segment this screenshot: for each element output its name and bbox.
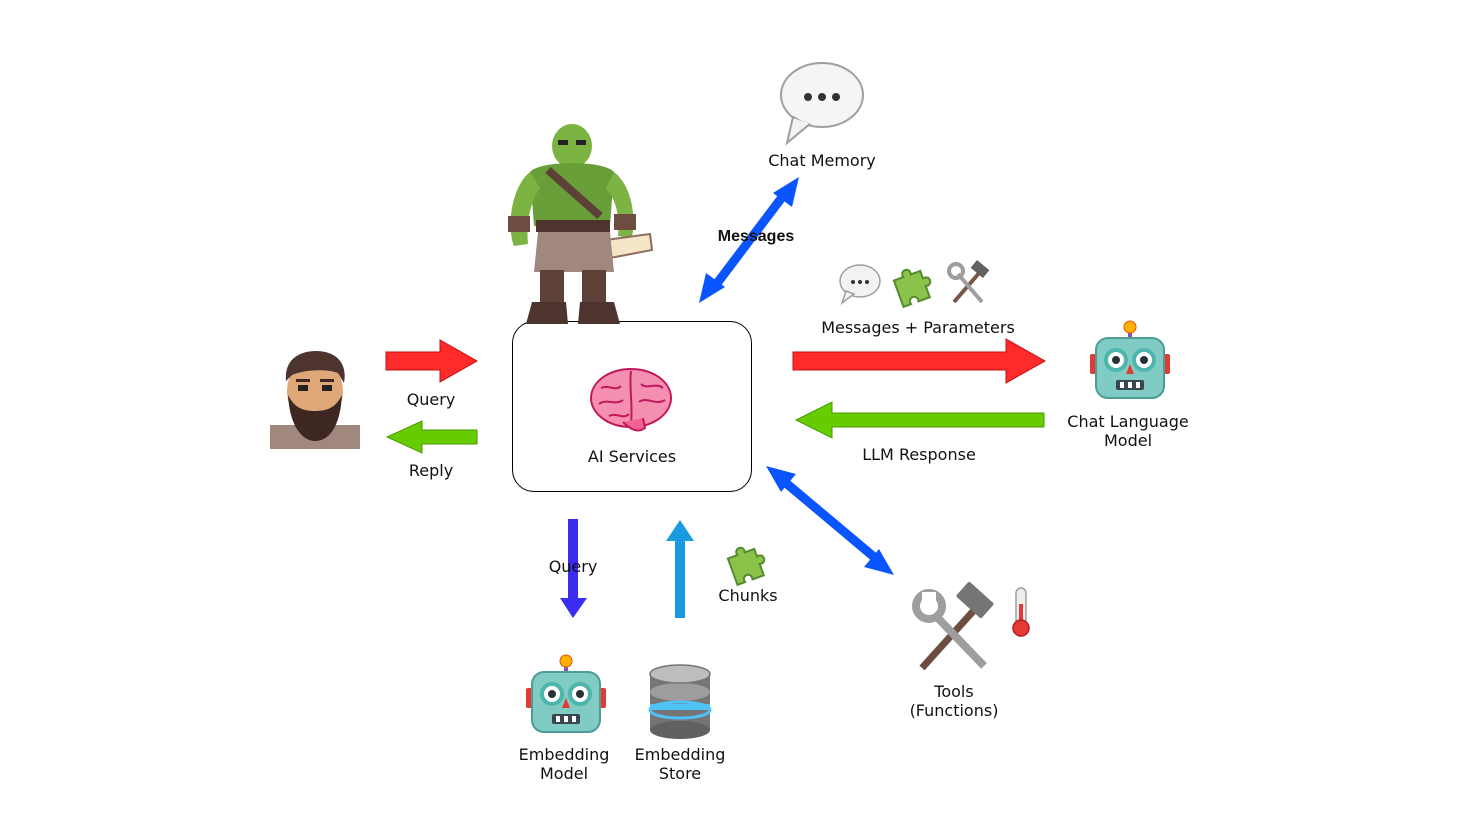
- messages-parameters-label: Messages + Parameters: [821, 318, 1015, 337]
- thermometer-icon: [1010, 586, 1032, 638]
- memory-messages-label: Messages: [717, 228, 795, 245]
- robot-icon: [1090, 320, 1170, 400]
- chunks-arrow: [666, 520, 694, 618]
- messages-parameters-arrow: [792, 338, 1047, 384]
- brain-icon: [589, 366, 673, 436]
- tools-label-line2: (Functions): [909, 701, 999, 720]
- query-arrow: [385, 339, 479, 383]
- speech-bubble-icon: [838, 263, 882, 306]
- chat-language-model-label-line2: Model: [1103, 431, 1153, 450]
- chat-memory-label: Chat Memory: [768, 151, 876, 170]
- speech-bubble-icon: [779, 61, 865, 146]
- tools-label-line1: Tools: [934, 682, 974, 701]
- hammer-and-wrench-icon: [910, 582, 996, 674]
- user-query-label: Query: [406, 390, 456, 409]
- embedding-store-label-line1: Embedding: [634, 745, 726, 764]
- reply-label: Reply: [408, 461, 454, 480]
- embedding-model-label-line2: Model: [539, 764, 589, 783]
- llm-response-label: LLM Response: [862, 445, 976, 464]
- chunks-label: Chunks: [718, 586, 778, 605]
- puzzle-piece-icon: [891, 260, 937, 309]
- memory-messages-arrow: [699, 177, 799, 303]
- ai-services-label: AI Services: [587, 447, 677, 466]
- database-icon: [648, 664, 712, 740]
- embedding-model-label-line1: Embedding: [518, 745, 610, 764]
- tools-arrow: [766, 466, 894, 575]
- embedding-store-label-line2: Store: [658, 764, 702, 783]
- reply-arrow: [385, 420, 478, 454]
- orc-character-icon: [500, 116, 654, 328]
- puzzle-piece-icon: [725, 538, 771, 587]
- robot-icon: [526, 654, 606, 734]
- llm-response-arrow: [794, 401, 1045, 439]
- hammer-and-wrench-icon: [946, 260, 990, 306]
- bearded-user-icon: [270, 351, 360, 449]
- embedding-query-label: Query: [548, 557, 598, 576]
- embedding-query-arrow: [560, 519, 587, 618]
- chat-language-model-label-line1: Chat Language: [1067, 412, 1189, 431]
